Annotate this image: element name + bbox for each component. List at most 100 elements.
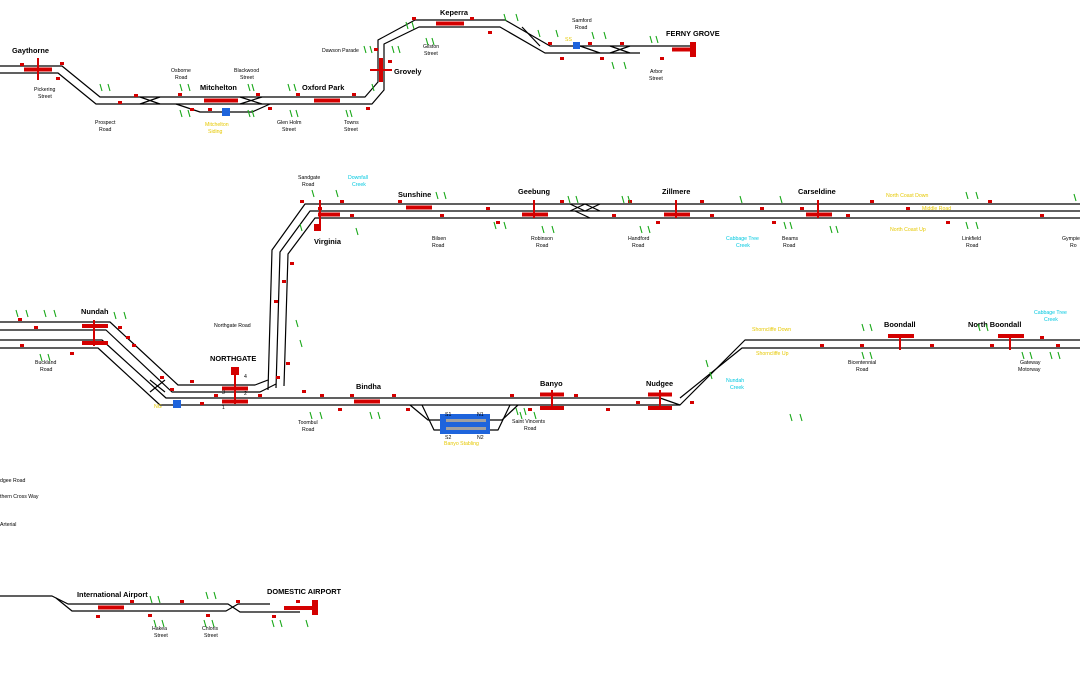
signal-aspect-mark [975,221,979,230]
signal-aspect-mark [537,29,541,38]
signal-aspect-mark [975,191,979,200]
signal-aspect-mark [541,225,545,234]
signal-marker [440,214,444,217]
signal-marker [318,207,322,210]
signal-aspect-mark [623,61,627,70]
signal-aspect-mark [789,413,793,422]
signal-marker [760,207,764,210]
signal-marker [180,600,184,603]
signal-aspect-mark [551,225,555,234]
signal-aspect-mark [251,83,255,92]
signal-aspect-mark [503,13,507,22]
signal-aspect-mark [493,221,497,230]
signal-marker [374,48,378,51]
signal-marker [256,93,260,96]
signal-marker [990,344,994,347]
signal-marker [190,108,194,111]
station-grovely: Grovely [394,67,422,76]
signal-marker [296,600,300,603]
signal-aspect-mark [611,61,615,70]
signal-marker [190,380,194,383]
crossover [149,379,166,393]
station-sunshine: Sunshine [398,190,431,199]
signal-marker [70,352,74,355]
signal-aspect-mark [1049,351,1053,360]
signal-aspect-mark [655,35,659,44]
signal-aspect-mark [425,37,429,46]
signal-aspect-mark [43,309,47,318]
signal-marker [272,615,276,618]
signal-marker [1056,344,1060,347]
signal-aspect-mark [53,309,57,318]
shorncliffe-line [0,321,1080,431]
label-north-coast-down: North Coast Down [886,193,928,199]
signal-marker [636,401,640,404]
signal-marker [20,63,24,66]
signal-marker [96,615,100,618]
signal-marker [118,326,122,329]
signal-aspect-mark [349,109,353,118]
signal-marker [870,200,874,203]
signal-marker [290,262,294,265]
station-zillmere: Zillmere [662,187,690,196]
signal-marker [274,300,278,303]
station-ferny-grove: FERNY GROVE [666,29,720,38]
road-arterial: Arterial [0,522,16,528]
ferny-grove-track-up [0,19,690,98]
signal-aspect-mark [47,353,51,362]
crossover [569,203,601,219]
signal-marker [200,402,204,405]
signal-aspect-mark [869,351,873,360]
signal-aspect-mark [187,83,191,92]
signal-marker [126,336,130,339]
ferny-grove-line [0,19,690,113]
signal-marker [560,200,564,203]
signal-marker [340,200,344,203]
signal-marker [268,107,272,110]
signal-marker [178,93,182,96]
signal-aspect-mark [179,109,183,118]
signal-marker [846,214,850,217]
road-nudgee: dgee Road [0,478,25,484]
signal-aspect-mark [371,83,375,92]
signal-aspect-mark [783,221,787,230]
signal-aspect-mark [627,195,631,204]
label-shorncliffe-up: Shorncliffe Up [756,351,789,357]
signal-marker [320,394,324,397]
signal-aspect-mark [977,323,981,332]
ferny-grove-buffer [690,42,696,57]
signal-aspect-mark [205,591,209,600]
signal-aspect-mark [861,323,865,332]
signal-aspect-mark [985,323,989,332]
signal-aspect-mark [123,311,127,320]
signal-aspect-mark [567,195,571,204]
shorncliffe-track-2 [679,347,1080,399]
signal-marker [56,77,60,80]
signal-marker [338,408,342,411]
road-southern-cross: thern Cross Way [0,494,39,500]
north-coast-track-2 [275,210,1080,389]
signal-marker [710,214,714,217]
signal-aspect-mark [319,411,323,420]
signal-aspect-mark [295,319,299,328]
signal-marker [612,214,616,217]
signal-marker [946,221,950,224]
ferny-grove-track-down [0,26,640,105]
label-banyo-stabling: Banyo Stabling [444,441,479,447]
signal-aspect-mark [1073,193,1077,202]
signal-marker [800,207,804,210]
signal-aspect-mark [411,21,415,30]
station-nudgee: Nudgee [646,379,673,388]
signal-aspect-mark [369,45,373,54]
stabling-n1: N1 [477,412,484,418]
signal-marker [620,42,624,45]
